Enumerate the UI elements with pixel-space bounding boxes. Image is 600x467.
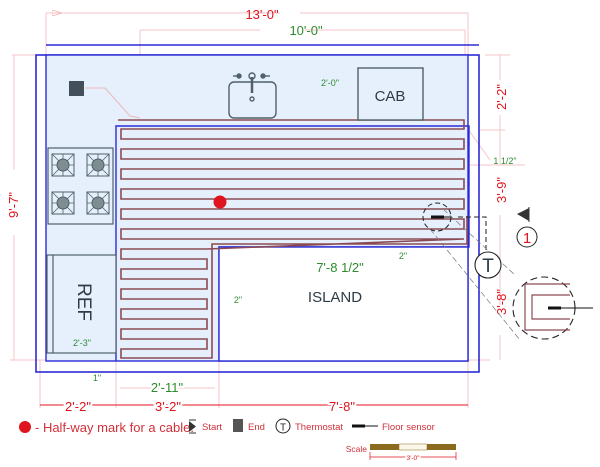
island-label: ISLAND xyxy=(308,289,362,306)
legend-start-icon xyxy=(189,419,196,434)
svg-text:T: T xyxy=(280,423,286,434)
scale-value: 3'-0" xyxy=(407,455,421,462)
burner-icon xyxy=(86,191,110,215)
legend-end-icon xyxy=(233,419,243,432)
legend-floor-sensor-label: Floor sensor xyxy=(382,422,435,433)
legend-thermostat-label: Thermostat xyxy=(295,422,343,433)
gap-2in-left-dim: 2" xyxy=(234,295,242,305)
ref-width-dim: 2'-3" xyxy=(73,338,91,348)
right-top-dim: 2'-2" xyxy=(494,84,509,110)
scale-bar: Scale 3'-0" xyxy=(346,443,457,464)
overall-height-dim: 9'-7" xyxy=(6,192,21,218)
island-width-dim: 7'-8 1/2" xyxy=(316,260,364,275)
burner-icon xyxy=(86,153,110,177)
legend-halfway-label: - Half-way mark for a cable. xyxy=(35,420,194,435)
right-middle-dim: 3'-9" xyxy=(494,177,509,203)
bottom-right-dim: 7'-8" xyxy=(329,399,355,414)
heating-cable xyxy=(118,119,468,359)
legend-start-label: Start xyxy=(202,422,222,433)
halfway-mark xyxy=(213,195,227,209)
floor-sensor-detail xyxy=(422,202,521,341)
gap-1in-dim: 1" xyxy=(93,373,101,383)
island xyxy=(218,246,469,362)
refrigerator: REF 2'-3" xyxy=(46,254,117,354)
heating-cable-path xyxy=(118,119,468,359)
burner-icon xyxy=(51,191,75,215)
gap-2in-top-dim: 2" xyxy=(399,251,407,261)
end-marker-icon xyxy=(69,81,84,96)
scale-label: Scale xyxy=(346,444,368,454)
cable-end-zoom-detail xyxy=(512,276,593,340)
start-marker-icon xyxy=(517,207,530,222)
bottom-inner-dim: 2'-11" xyxy=(151,380,184,395)
svg-text:T: T xyxy=(482,256,494,277)
inner-width-dim: 10'-0" xyxy=(289,23,323,38)
legend-thermostat-icon: T xyxy=(275,418,291,434)
start-number-badge: 1 xyxy=(516,226,538,248)
legend-halfway-icon xyxy=(19,421,31,433)
legend-end-label: End xyxy=(248,422,265,433)
burner-icon xyxy=(51,153,75,177)
cabinet-label: CAB xyxy=(375,88,406,105)
sink-icon xyxy=(228,72,277,119)
cabinet xyxy=(357,67,424,121)
stove-icon xyxy=(47,147,114,225)
bottom-left-dim: 2'-2" xyxy=(65,399,91,414)
refrigerator-label: REF xyxy=(73,283,94,321)
svg-text:1: 1 xyxy=(523,230,531,247)
gap-1-5in-dim: 1 1/2" xyxy=(493,156,516,166)
bottom-middle-dim: 3'-2" xyxy=(155,399,181,414)
legend: - Half-way mark for a cable. Start End T… xyxy=(19,418,435,435)
thermostat-icon: T xyxy=(474,251,502,279)
cab-offset-dim: 2'-0" xyxy=(321,78,339,88)
end-lead-wire xyxy=(85,87,141,119)
overall-width-dim: 13'-0" xyxy=(245,7,279,22)
right-bottom-dim: 3'-8" xyxy=(494,289,509,315)
